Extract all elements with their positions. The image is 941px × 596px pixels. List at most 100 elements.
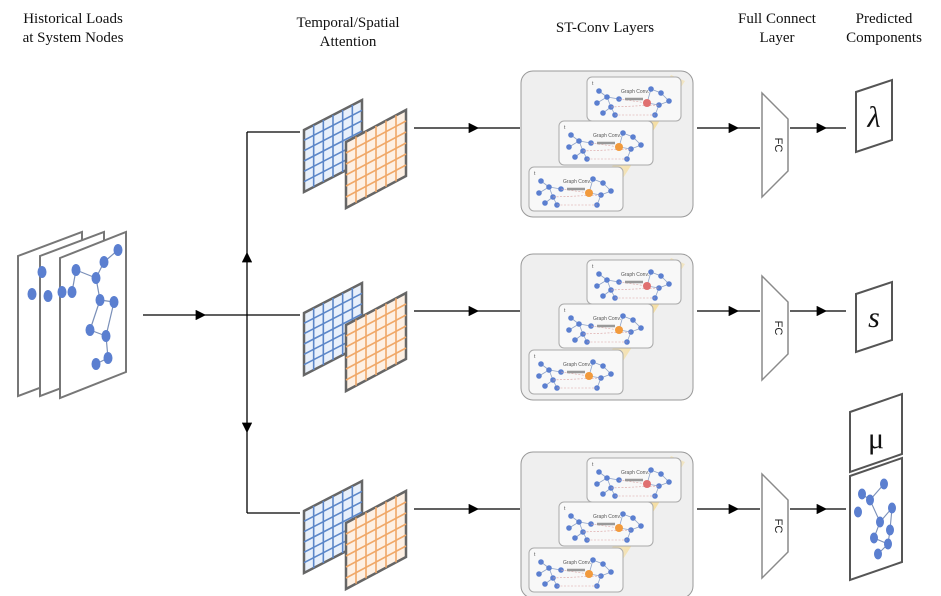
mini-node	[590, 557, 596, 563]
output-s-card	[855, 280, 893, 354]
mini-node	[596, 469, 602, 475]
output-mu: μ	[849, 392, 903, 582]
fc-label: FC	[772, 519, 784, 534]
mini-node	[658, 90, 664, 96]
graph-node	[91, 358, 101, 370]
fc-label: FC	[772, 321, 784, 336]
mini-node-accent	[615, 524, 623, 532]
mini-node	[538, 178, 544, 184]
graph-node	[91, 272, 101, 284]
mini-node	[620, 511, 626, 517]
mini-dashed-edge	[618, 98, 648, 104]
header-historical-loads: Historical Loads at System Nodes	[22, 11, 124, 46]
graph-node	[888, 502, 896, 514]
mini-node	[566, 525, 572, 531]
mini-dashed-edge	[552, 377, 602, 381]
graph-node	[67, 286, 77, 298]
mini-dashed-edge	[560, 371, 590, 377]
mini-node	[656, 483, 662, 489]
mini-node	[666, 281, 672, 287]
fc-block: FC	[761, 91, 789, 199]
mini-dashed-edge	[610, 287, 660, 291]
mini-node	[594, 481, 600, 487]
mini-panel-tag: t	[534, 552, 536, 558]
graph-node	[870, 532, 878, 544]
attention-grid-orange	[344, 488, 408, 592]
mini-dashed-edge	[560, 188, 590, 194]
mini-conv-label: Graph Conv.	[593, 133, 621, 139]
mini-dashed-edge	[582, 331, 632, 335]
mini-conv-label: Graph Conv.	[621, 470, 649, 476]
graph-node	[85, 324, 95, 336]
mini-node-accent	[585, 570, 593, 578]
attention-grid-orange	[344, 107, 408, 211]
mini-node	[600, 363, 606, 369]
graph-node	[866, 494, 874, 506]
mini-dashed-edge	[560, 569, 590, 575]
graph-node	[71, 264, 81, 276]
mini-conv-label: Graph Conv.	[563, 560, 591, 566]
mini-node	[656, 102, 662, 108]
mini-node-accent	[585, 372, 593, 380]
mini-dashed-edge	[610, 485, 660, 489]
mini-panel-tag: t	[592, 264, 594, 270]
graph-node	[99, 256, 109, 268]
mini-node	[536, 571, 542, 577]
mini-node	[620, 130, 626, 136]
mini-node	[596, 271, 602, 277]
mini-node	[648, 467, 654, 473]
mini-node	[638, 325, 644, 331]
mini-node	[658, 273, 664, 279]
graph-node	[886, 524, 894, 536]
header-predicted-components: Predicted Components	[846, 11, 922, 46]
mini-node	[638, 523, 644, 529]
mini-dashed-edge	[590, 142, 620, 148]
mini-node	[608, 188, 614, 194]
fc-trapezoid	[761, 472, 789, 580]
mini-node	[576, 519, 582, 525]
fc-block: FC	[761, 472, 789, 580]
fc-trapezoid	[761, 91, 789, 199]
mini-dashed-edge	[582, 529, 632, 533]
fc-label: FC	[772, 138, 784, 153]
graph-node	[101, 330, 111, 342]
mini-node	[576, 321, 582, 327]
mini-node	[604, 94, 610, 100]
mini-panel-tag: t	[592, 462, 594, 468]
mini-node	[542, 383, 548, 389]
graph-node	[854, 506, 862, 518]
mini-node	[600, 180, 606, 186]
mini-dashed-edge	[582, 148, 632, 152]
mini-node	[568, 132, 574, 138]
branch-connectors	[143, 131, 300, 514]
mini-node	[604, 277, 610, 283]
output-lambda-symbol: λ	[867, 101, 881, 134]
output-s: s	[855, 280, 893, 354]
mini-node	[536, 190, 542, 196]
input-graph-nodes	[27, 244, 123, 370]
mini-panel-tag: t	[564, 308, 566, 314]
mini-node	[630, 134, 636, 140]
mini-dashed-edge	[552, 575, 602, 579]
graph-node	[109, 296, 119, 308]
mini-node	[546, 184, 552, 190]
mini-node	[590, 359, 596, 365]
mini-node	[594, 100, 600, 106]
output-graph-nodes	[854, 478, 896, 560]
mini-panel-tag: t	[564, 125, 566, 131]
graph-node	[37, 266, 47, 278]
mini-node	[630, 317, 636, 323]
output-mu-symbol: μ	[868, 422, 884, 455]
fc-trapezoid	[761, 274, 789, 382]
mini-node	[598, 192, 604, 198]
